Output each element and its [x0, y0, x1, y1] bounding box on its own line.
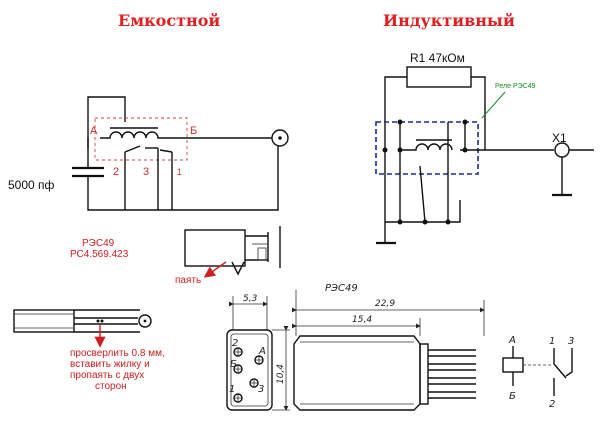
sym-pin-a: A — [508, 335, 516, 346]
dim-width: 5,3 — [243, 294, 258, 304]
resistor — [406, 66, 472, 88]
side-view: 22,9 15,4 — [292, 290, 485, 411]
dim-length: 22,9 — [375, 299, 395, 309]
pin-label-1: 1 — [177, 167, 182, 177]
relay-symbol: A Б 1 3 2 — [502, 335, 574, 410]
relay-box-inductive — [375, 121, 479, 175]
capacitor-label: 5000 пф — [8, 178, 55, 192]
sym-pin-3: 3 — [568, 336, 574, 347]
title-inductive: Индуктивный — [383, 11, 515, 30]
drill-note-line-2: вставить жилку и — [70, 359, 150, 370]
pin-label-a: A — [90, 125, 98, 137]
relay-code: РС4.569.423 — [70, 249, 129, 260]
solder-detail — [184, 226, 281, 276]
front-pin-3: 3 — [258, 384, 264, 395]
relay-name: РЭС49 — [82, 238, 115, 249]
output-terminal — [271, 129, 289, 147]
probe-detail — [13, 309, 152, 333]
drill-note-line-4: сторон — [95, 381, 127, 392]
relay-outline — [94, 117, 188, 161]
front-pin-a: A — [258, 346, 266, 357]
sym-pin-1: 1 — [549, 336, 555, 347]
front-view: 5,3 2 A Б 1 3 10,4 — [226, 294, 290, 411]
title-capacitive: Емкостной — [118, 11, 220, 30]
dim-height: 10,4 — [276, 364, 286, 384]
resistor-label: R1 47кОм — [410, 51, 465, 65]
relay-note-leader — [481, 91, 506, 119]
solder-arrow — [203, 261, 227, 278]
sym-pin-b: Б — [509, 391, 516, 402]
connector-label: X1 — [552, 131, 567, 145]
sym-pin-2: 2 — [549, 399, 555, 410]
front-pin-b: Б — [230, 359, 237, 370]
drill-note-line-3: пропаять с двух — [70, 370, 144, 381]
relay-note: Реле РЭС49 — [495, 83, 536, 90]
relay-coil-symbol — [502, 357, 524, 373]
front-pin-2: 2 — [232, 338, 238, 349]
pin-label-2: 2 — [113, 166, 119, 178]
inductive-circuit — [375, 66, 594, 245]
capacitive-circuit: A Б 2 3 1 — [72, 96, 289, 211]
dim-body: 15,4 — [352, 315, 372, 325]
pin-label-3: 3 — [143, 166, 149, 178]
pin-label-b: Б — [190, 125, 197, 137]
front-pin-1: 1 — [229, 384, 235, 395]
drill-note-line-1: просверлить 0.8 мм, — [70, 348, 165, 359]
solder-note: паять — [175, 275, 201, 286]
drawing-title: РЭС49 — [325, 283, 358, 294]
connector-x1 — [554, 142, 570, 158]
